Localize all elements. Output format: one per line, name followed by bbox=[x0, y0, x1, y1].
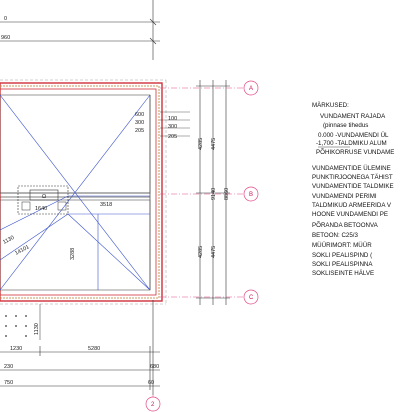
right-vertical-dimensions: 4285 4475 9140 8860 4285 4475 bbox=[196, 80, 230, 305]
bottom-dim-5280: 5280 bbox=[88, 346, 100, 352]
axis-label-2: 2 bbox=[151, 402, 155, 408]
vert-dim-4475-top: 4475 bbox=[211, 138, 217, 150]
note-line-7: PUNKTIRJOONEGA TÄHIST bbox=[312, 174, 393, 181]
note-line-11: HOONE VUNDAMENDI PE bbox=[312, 211, 388, 218]
bottom-dim-1230: 1230 bbox=[10, 346, 22, 352]
axis-bubble-b bbox=[243, 186, 259, 202]
axis-bubble-2 bbox=[145, 396, 161, 412]
outer-wall-line bbox=[0, 82, 163, 302]
note-line-14: MÜÜRIMORT: MÜÜR bbox=[312, 242, 372, 249]
plan-dim-1130: 1130 bbox=[2, 235, 15, 246]
note-line-16: SOKLI PEALISPINNA bbox=[312, 261, 373, 268]
bottom-dim-230: 230 bbox=[4, 364, 13, 370]
top-dim-960: 960 bbox=[1, 35, 10, 41]
wall-hatch-line bbox=[0, 85, 160, 299]
top-dimension-strip: 0 960 bbox=[0, 0, 160, 60]
stack-dim-205b: 205 bbox=[168, 134, 177, 140]
note-line-4: -1,700 -TALDMIKU ALUM bbox=[316, 140, 387, 147]
vert-dim-4285-bottom: 4285 bbox=[198, 246, 204, 258]
notes-heading: MÄRKUSED: bbox=[312, 102, 349, 109]
note-line-8: VUNDAMENTIDE TALDMIKE bbox=[312, 183, 394, 190]
pad-symbol: Ω bbox=[42, 194, 46, 200]
plan-dim-3518: 3518 bbox=[100, 202, 112, 208]
right-stack-dimensions: 600 100 300 300 205 205 bbox=[135, 111, 190, 140]
central-pad: Ω bbox=[17, 185, 69, 215]
axis-label-b: B bbox=[249, 192, 253, 198]
note-line-13: BETOON: C25/3 bbox=[312, 232, 359, 239]
bottom-dimension-strip: 1230 5280 230 680 750 60 bbox=[0, 300, 160, 395]
vert-dim-4285-top: 4285 bbox=[198, 138, 204, 150]
note-line-1: VUNDAMENT RAJADA bbox=[320, 113, 386, 120]
note-line-15: SOKLI PEALISPIND ( bbox=[312, 252, 373, 259]
top-dim-0: 0 bbox=[4, 16, 7, 22]
note-line-17: SOKLISEINTE HÄLVE bbox=[312, 270, 374, 277]
note-line-5: PÕHIKORRUSE VUNDAME bbox=[316, 149, 394, 156]
bottom-dim-750: 750 bbox=[4, 380, 13, 386]
pile-dim-1130: 1130 bbox=[34, 323, 40, 335]
slab-diagonals bbox=[0, 94, 151, 291]
grid-axes: A B C 2 bbox=[145, 80, 259, 412]
vert-dim-4475-bottom: 4475 bbox=[211, 246, 217, 258]
plan-dim-3288: 3288 bbox=[70, 248, 76, 260]
note-line-2: (pinnase tihedus bbox=[323, 122, 368, 129]
stack-dim-600: 600 bbox=[135, 112, 144, 118]
bottom-dim-680: 680 bbox=[150, 364, 159, 370]
axis-label-a: A bbox=[249, 86, 253, 92]
note-line-10: TALDMIKUD ARMEERIDA V bbox=[312, 202, 392, 209]
plan-dim-1640: 1640 bbox=[35, 206, 47, 212]
notes-block: MÄRKUSED: VUNDAMENT RAJADA (pinnase tihe… bbox=[312, 102, 394, 277]
stack-dim-100: 100 bbox=[168, 116, 177, 122]
foundation-walls bbox=[0, 79, 167, 305]
inner-wall-line bbox=[0, 88, 157, 296]
note-line-12: PÕRANDA BETOONVA bbox=[312, 222, 379, 229]
note-line-9: VUNDAMENDI PERIMI bbox=[312, 193, 377, 200]
stack-dim-300b: 300 bbox=[168, 124, 177, 130]
note-line-3: 0.000 -VUNDAMENDI ÜL bbox=[318, 132, 389, 139]
axis-label-c: C bbox=[249, 295, 254, 301]
stack-dim-205a: 205 bbox=[135, 128, 144, 134]
pile-markers: 1130 bbox=[5, 304, 41, 340]
bottom-dim-60: 60 bbox=[148, 380, 154, 386]
plan-dim-14101: 14101 bbox=[14, 244, 30, 256]
axis-bubble-c bbox=[243, 289, 259, 305]
plan-dimensions: 3518 1640 14101 3288 1130 bbox=[2, 202, 112, 260]
note-line-6: VUNDAMENTIDE ÜLEMINE bbox=[312, 165, 391, 172]
vert-dim-9140: 9140 bbox=[211, 188, 217, 200]
axis-bubble-a bbox=[243, 80, 259, 96]
stack-dim-300a: 300 bbox=[135, 120, 144, 126]
